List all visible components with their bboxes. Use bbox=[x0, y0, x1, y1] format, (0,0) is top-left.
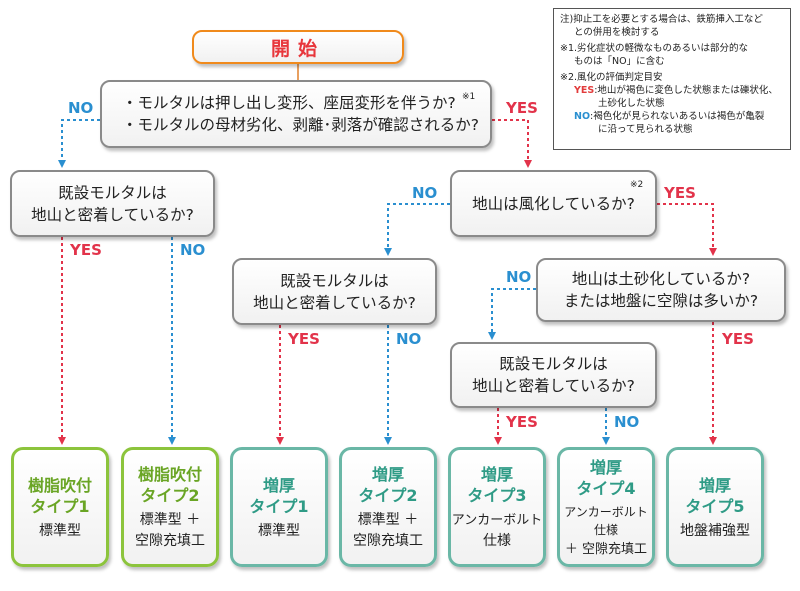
label-no-q5: NO bbox=[506, 268, 532, 286]
result-thick-type1: 増厚 タイプ1 標準型 bbox=[230, 447, 328, 567]
result-title: 増厚 bbox=[698, 475, 731, 495]
label-no-q2: NO bbox=[180, 241, 206, 259]
question-adhesion-left: 既設モルタルは 地山と密着しているか? bbox=[10, 170, 215, 237]
result-type: タイプ2 bbox=[358, 486, 418, 505]
note-line: に沿って見られる状態 bbox=[598, 124, 693, 135]
result-resin-type1: 樹脂吹付 タイプ1 標準型 bbox=[11, 447, 109, 567]
result-type: タイプ3 bbox=[467, 486, 527, 505]
question-adhesion-left-line1: 既設モルタルは bbox=[58, 183, 167, 202]
note-line: 注)抑止工を必要とする場合は、鉄筋挿入工など bbox=[560, 14, 763, 25]
edge-q1-no bbox=[58, 119, 100, 168]
result-type: タイプ4 bbox=[576, 478, 636, 498]
note-line: 土砂化した状態 bbox=[598, 98, 665, 109]
result-title: 増厚 bbox=[480, 465, 513, 484]
note-no-key: NO bbox=[574, 111, 591, 122]
label-yes-q5: YES bbox=[722, 330, 754, 348]
edge-q3-yes bbox=[657, 203, 717, 256]
result-desc-2: 空隙充填工 bbox=[353, 533, 423, 549]
question-adhesion-right-line1: 既設モルタルは bbox=[499, 355, 608, 373]
note-marker-1: ※1 bbox=[462, 92, 476, 102]
result-desc: 標準型 ＋ bbox=[357, 512, 419, 528]
question-deformation-line2: ・モルタルの母材劣化、剥離･剥落が確認されるか? bbox=[122, 116, 479, 134]
note-yes-key: YES bbox=[574, 85, 595, 96]
result-desc: 標準型 bbox=[258, 522, 300, 539]
note-line: ものは「NO」に含む bbox=[574, 56, 665, 67]
result-type: タイプ1 bbox=[249, 496, 309, 516]
result-type: タイプ2 bbox=[140, 486, 200, 505]
result-title: 増厚 bbox=[589, 457, 622, 477]
start-label: 開始 bbox=[270, 37, 325, 60]
note-line: :地山が褐色に変色した状態または礫状化、 bbox=[594, 85, 778, 96]
note-line: ※2.風化の評価判定目安 bbox=[560, 72, 663, 83]
question-deformation-line1: ・モルタルは押し出し変形、座屈変形を伴うか? bbox=[122, 94, 456, 112]
label-yes-q1: YES bbox=[506, 99, 538, 117]
label-no-q6: NO bbox=[614, 413, 640, 431]
question-deformation: ・モルタルは押し出し変形、座屈変形を伴うか? ・モルタルの母材劣化、剥離･剥落が… bbox=[100, 80, 492, 148]
label-no-q3: NO bbox=[412, 184, 438, 202]
result-thick-type3: 増厚 タイプ3 アンカーボルト 仕様 bbox=[448, 447, 546, 567]
question-adhesion-left-line2: 地山と密着しているか? bbox=[31, 205, 194, 224]
start-node: 開始 bbox=[192, 30, 404, 64]
result-desc: 標準型 ＋ bbox=[139, 512, 201, 528]
result-desc: 標準型 bbox=[39, 522, 81, 539]
result-desc-2: 仕様 bbox=[483, 533, 511, 549]
edge-q1-yes bbox=[492, 119, 532, 168]
result-type: タイプ1 bbox=[30, 496, 90, 516]
result-thick-type2: 増厚 タイプ2 標準型 ＋ 空隙充填工 bbox=[339, 447, 437, 567]
result-title: 増厚 bbox=[262, 475, 295, 495]
edge-q3-no bbox=[384, 203, 450, 256]
label-yes-q4: YES bbox=[288, 330, 320, 348]
question-soil: 地山は土砂化しているか? または地盤に空隙は多いか? bbox=[536, 258, 786, 322]
note-line: :褐色化が見られないあるいは褐色が亀裂 bbox=[590, 111, 765, 122]
question-adhesion-middle: 既設モルタルは 地山と密着しているか? bbox=[232, 258, 437, 325]
edge-q5-no bbox=[488, 288, 536, 340]
question-adhesion-right-line2: 地山と密着しているか? bbox=[472, 377, 635, 395]
result-type: タイプ5 bbox=[685, 496, 745, 516]
result-title: 増厚 bbox=[371, 465, 404, 484]
result-thick-type5: 増厚 タイプ5 地盤補強型 bbox=[666, 447, 764, 567]
result-desc-2: ＋ 空隙充填工 bbox=[564, 541, 648, 557]
result-thick-type4: 増厚 タイプ4 アンカーボルト仕様 ＋ 空隙充填工 bbox=[557, 447, 655, 567]
note-marker-2: ※2 bbox=[630, 180, 644, 190]
result-resin-type2: 樹脂吹付 タイプ2 標準型 ＋ 空隙充填工 bbox=[121, 447, 219, 567]
question-soil-line1: 地山は土砂化しているか? bbox=[571, 270, 751, 288]
question-weathering-text: 地山は風化しているか? bbox=[472, 194, 635, 213]
question-adhesion-middle-line2: 地山と密着しているか? bbox=[253, 293, 416, 312]
question-adhesion-right: 既設モルタルは 地山と密着しているか? bbox=[450, 342, 657, 408]
result-title: 樹脂吹付 bbox=[27, 475, 92, 495]
note-line: ※1.劣化症状の軽微なものあるいは部分的な bbox=[560, 43, 749, 54]
label-no-q1: NO bbox=[68, 99, 94, 117]
label-no-q4: NO bbox=[396, 330, 422, 348]
label-yes-q2: YES bbox=[70, 241, 102, 259]
question-soil-line2: または地盤に空隙は多いか? bbox=[563, 292, 759, 310]
result-desc: アンカーボルト bbox=[451, 513, 543, 528]
result-desc-2: 空隙充填工 bbox=[135, 533, 205, 549]
note-line: との併用を検討する bbox=[574, 27, 660, 38]
notes-box: 注)抑止工を必要とする場合は、鉄筋挿入工など との併用を検討する ※1.劣化症状… bbox=[553, 8, 791, 150]
label-yes-q6: YES bbox=[506, 413, 538, 431]
question-adhesion-middle-line1: 既設モルタルは bbox=[280, 271, 389, 290]
result-desc: 地盤補強型 bbox=[680, 522, 750, 539]
result-title: 樹脂吹付 bbox=[137, 465, 202, 484]
question-weathering: 地山は風化しているか? bbox=[450, 170, 657, 237]
label-yes-q3: YES bbox=[664, 184, 696, 202]
result-desc: アンカーボルト仕様 bbox=[564, 504, 648, 537]
